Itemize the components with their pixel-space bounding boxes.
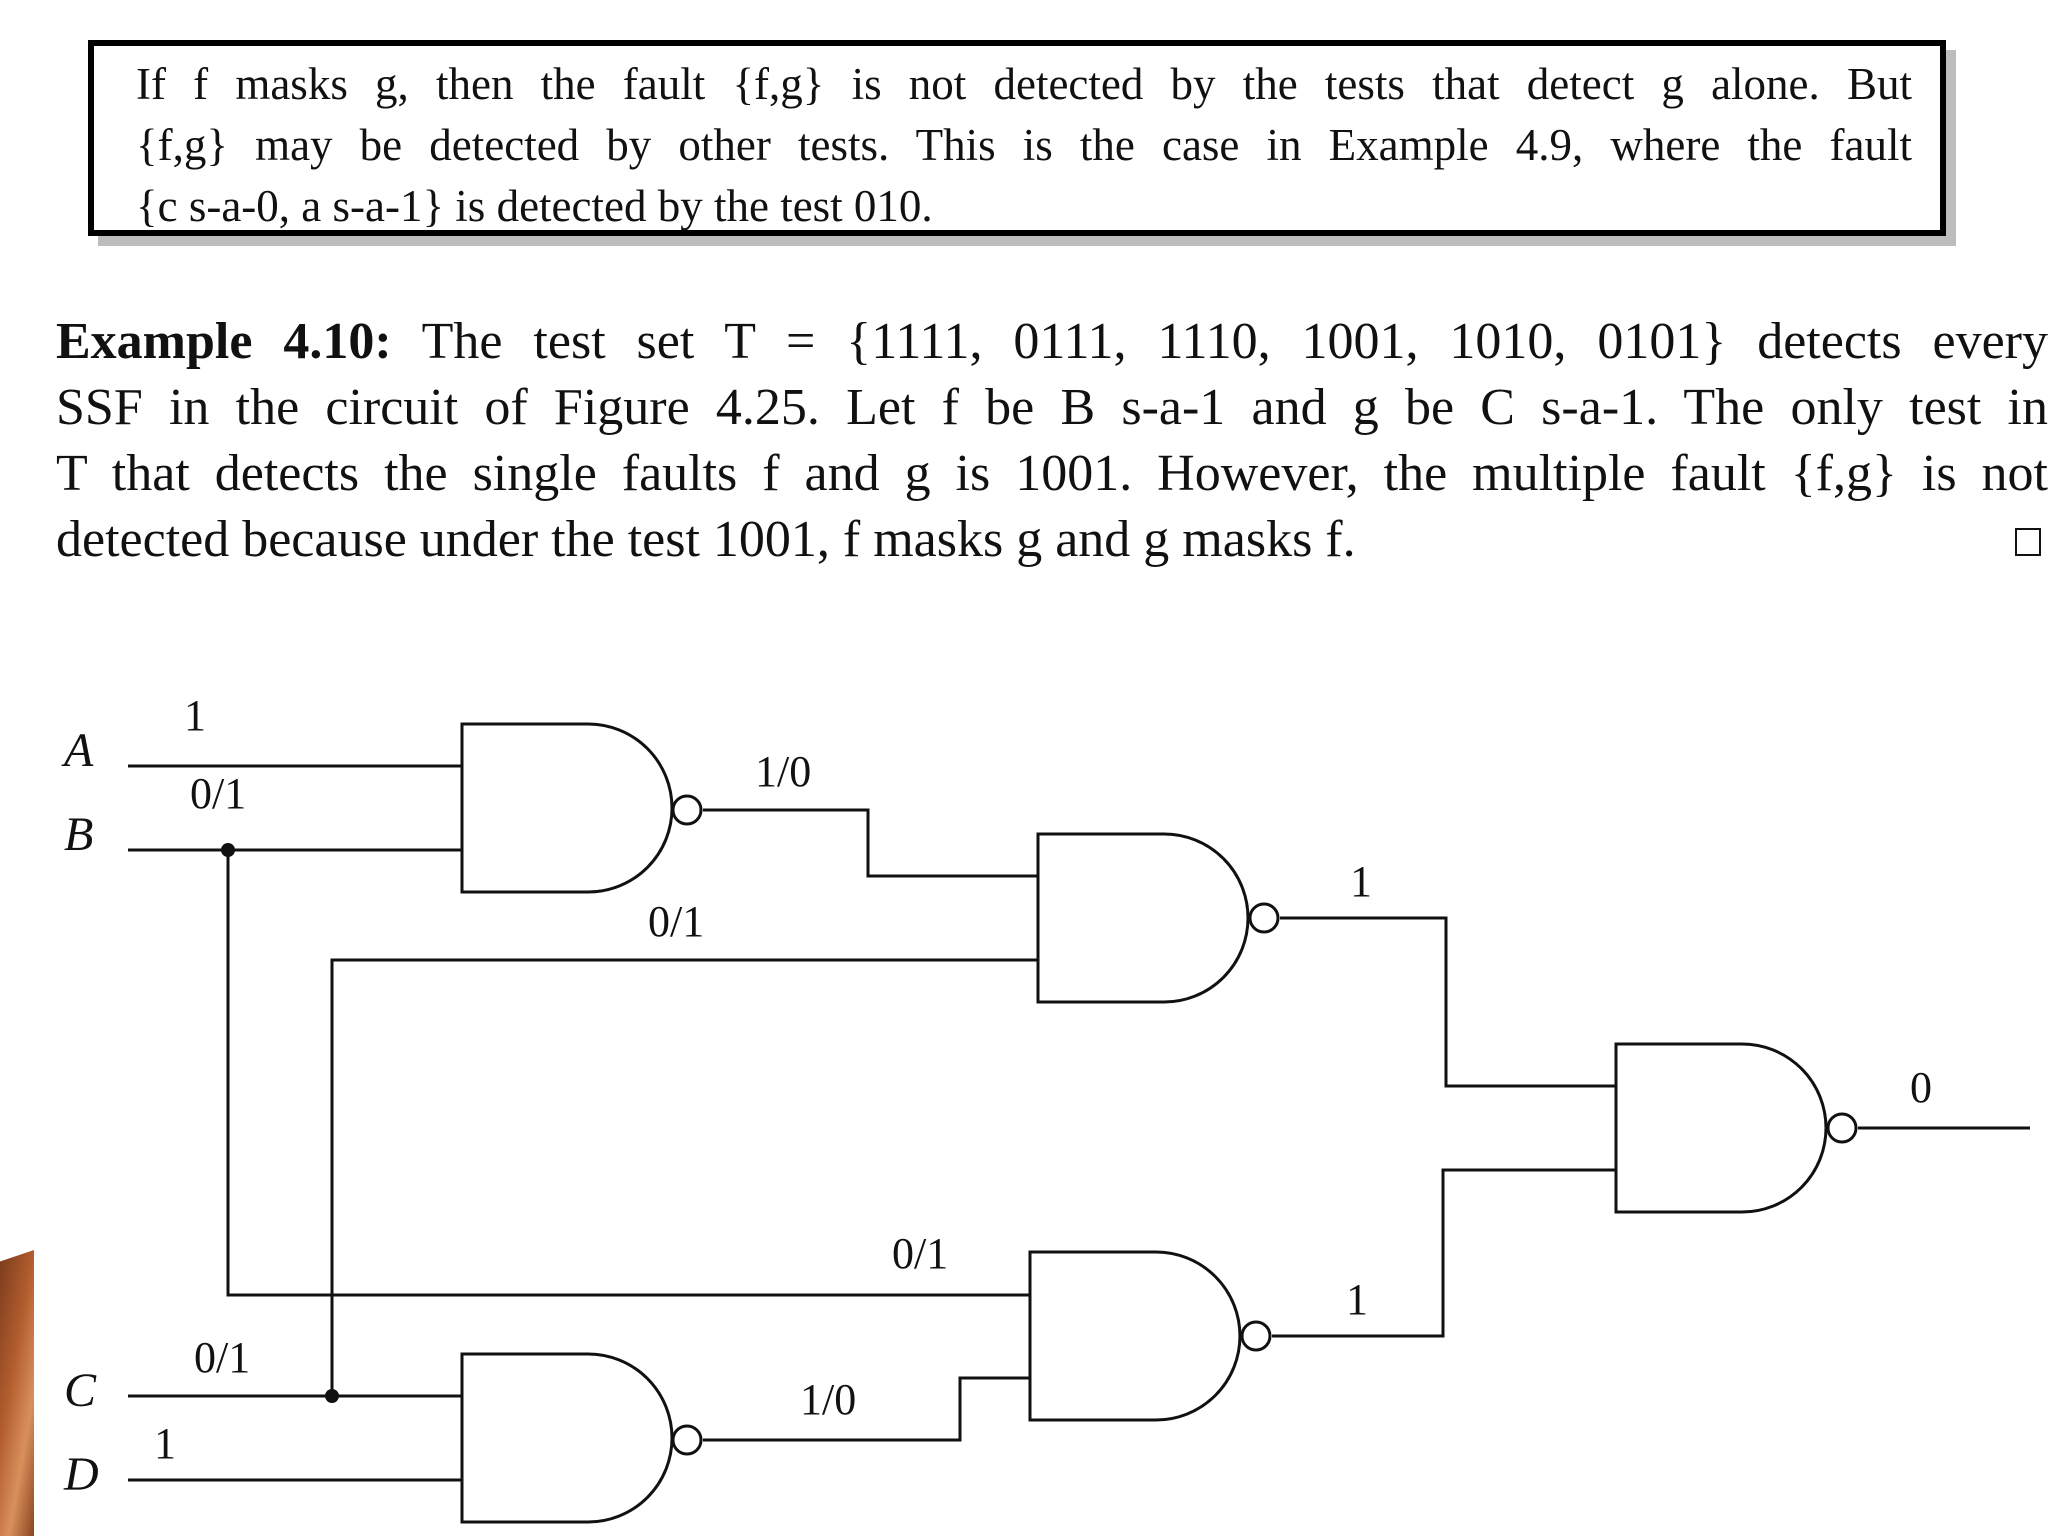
input-label-a: A [61,724,94,777]
wire-g3-out [703,1376,1030,1442]
note-line-2: {f,g} may be detected by other tests. Th… [136,120,1912,170]
value-label-output: 0 [1910,1063,1932,1112]
wire-b-branch [226,850,1030,1297]
value-label-c: 0/1 [194,1333,250,1382]
junction-dot-c [325,1389,339,1403]
nand-gate-5 [1614,1042,1858,1214]
decorative-swatch [0,1250,34,1536]
nand-gate-2 [1036,832,1280,1004]
note-line-3: {c s-a-0, a s-a-1} is detected by the te… [136,181,933,231]
example-line-4: detected because under the test 1001, f … [56,511,1356,568]
value-label-g2-out: 1 [1350,857,1372,906]
value-label-a: 1 [184,691,206,740]
wire-g1-out [703,808,1038,878]
example-label: Example 4.10: [56,313,392,370]
example-line-3: T that detects the single faults f and g… [56,445,2048,502]
value-label-d: 1 [154,1419,176,1468]
example-line-2: SSF in the circuit of Figure 4.25. Let f… [56,379,2048,436]
note-box: If f masks g, then the fault {f,g} is no… [88,40,1946,236]
circuit-diagram: A B C D 1 0/1 1/0 0/1 1 0 0/1 1 0/1 1 1/… [61,691,2030,1524]
value-label-c-branch: 0/1 [648,897,704,946]
nand-gate-3 [460,1352,703,1524]
example-line-1: Example 4.10: The test set T = {1111, 01… [56,316,2048,368]
wire-g2-out [1280,916,1616,1088]
input-label-d: D [63,1448,99,1501]
note-line-1: If f masks g, then the fault {f,g} is no… [136,59,1912,109]
value-label-b-to-g4: 0/1 [892,1229,948,1278]
wire-c-branch [330,958,1038,1396]
input-label-b: B [64,808,93,861]
wire-g4-out [1272,1168,1616,1338]
junction-dot-b [221,843,235,857]
nand-gate-4 [1028,1250,1272,1422]
example-line-1-text: The test set T = {1111, 0111, 1110, 1001… [391,313,2048,370]
value-label-g4-out: 1 [1346,1275,1368,1324]
value-label-b: 0/1 [190,769,246,818]
value-label-g3-out: 1/0 [800,1375,856,1424]
value-label-g1-out: 1/0 [755,747,811,796]
qed-square-icon [2015,528,2041,556]
input-label-c: C [64,1364,97,1417]
nand-gate-1 [460,722,703,894]
